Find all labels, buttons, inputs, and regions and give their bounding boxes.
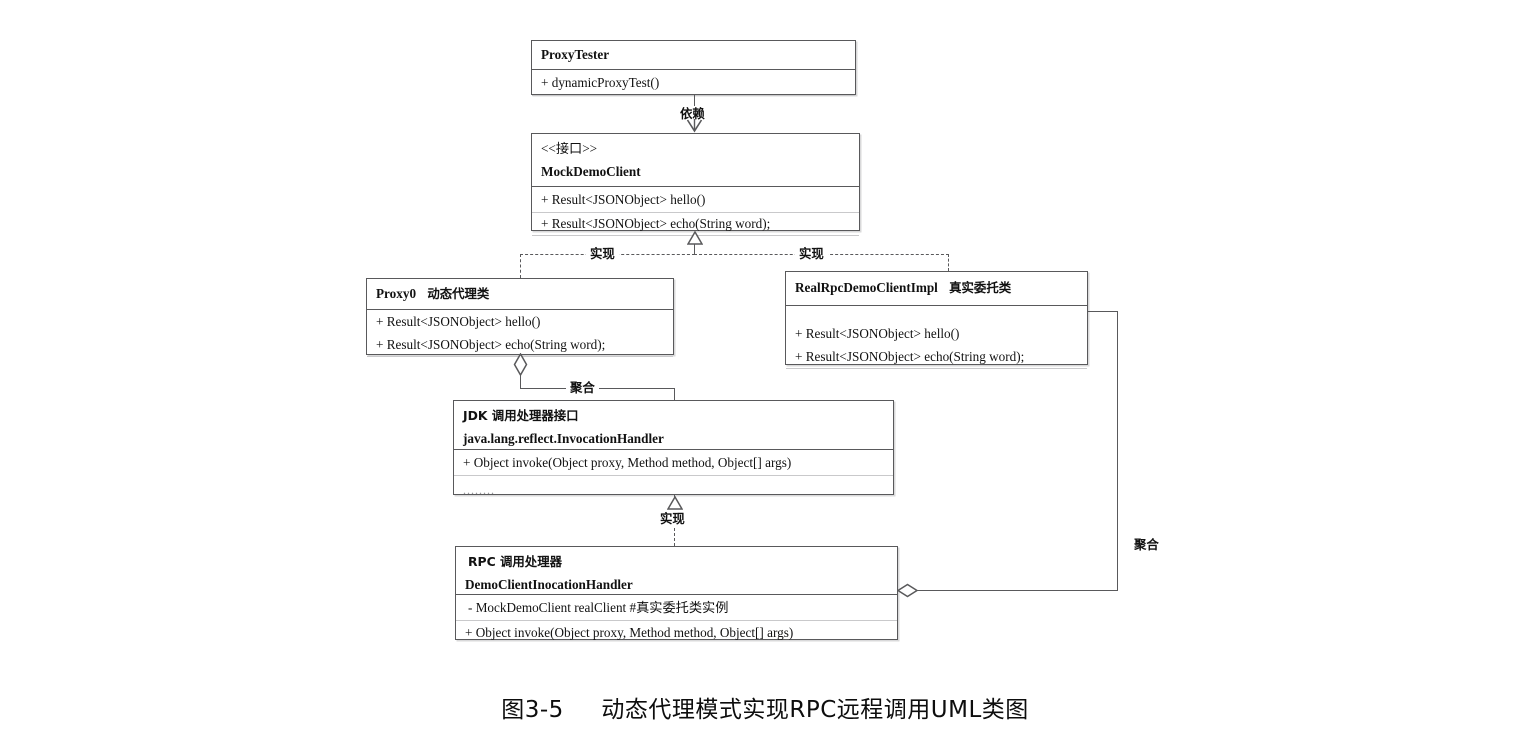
aggregation-drop-handler (674, 388, 675, 401)
class-header-proxy-tester: ProxyTester (532, 41, 855, 69)
dependency-label: 依赖 (676, 106, 709, 121)
class-note-invocation-handler: JDK 调用处理器接口 (463, 408, 579, 423)
class-note-demo-handler: RPC 调用处理器 (468, 554, 562, 569)
aggregation-drop-real-impl (1117, 311, 1118, 591)
realization-dashed-handler (674, 528, 675, 546)
class-name-real-impl-text: RealRpcDemoClientImpl (795, 280, 938, 295)
class-box-proxy-tester: ProxyTester + dynamicProxyTest() (531, 40, 856, 96)
realization-drop-real-impl (948, 254, 949, 271)
aggregation-diamond-demo-handler-icon (897, 583, 918, 598)
method-hello-interface: + Result<JSONObject> hello() (532, 187, 859, 213)
realization-label-handler: 实现 (656, 511, 689, 526)
aggregation-run-real-impl-bottom (915, 590, 1118, 591)
class-name-proxy0: Proxy0 动态代理类 (367, 279, 673, 306)
stereotype-interface: <<接口>> (541, 141, 598, 156)
class-name-demo-handler: DemoClientInocationHandler (465, 576, 633, 592)
class-methods-proxy0: + Result<JSONObject> hello() + Result<JS… (367, 309, 673, 357)
class-header-proxy0: Proxy0 动态代理类 (367, 279, 673, 309)
method-ellipsis-invocation-handler: ........ (463, 482, 495, 497)
class-members-demo-handler: - MockDemoClient realClient #真实委托类实例 + O… (456, 594, 897, 641)
class-methods-proxy-tester: + dynamicProxyTest() (532, 69, 855, 96)
class-box-proxy0: Proxy0 动态代理类 + Result<JSONObject> hello(… (366, 278, 674, 357)
class-methods-real-impl: + Result<JSONObject> hello() + Result<JS… (786, 305, 1087, 369)
realization-label-proxy0: 实现 (586, 246, 619, 261)
aggregation-label-proxy0-handler: 聚合 (566, 380, 599, 395)
class-methods-mock-demo-client: + Result<JSONObject> hello() + Result<JS… (532, 186, 859, 236)
field-real-client: - MockDemoClient realClient #真实委托类实例 (456, 595, 897, 621)
method-hello-proxy0: + Result<JSONObject> hello() (376, 314, 541, 329)
figure-caption-text: 动态代理模式实现RPC远程调用UML类图 (601, 697, 1029, 723)
class-note-proxy0: 动态代理类 (427, 286, 490, 301)
class-name-proxy-tester: ProxyTester (541, 47, 610, 62)
realization-drop-proxy0 (520, 254, 521, 278)
class-name-invocation-handler: java.lang.reflect.InvocationHandler (463, 430, 664, 446)
class-box-demo-client-inocation-handler: RPC 调用处理器 DemoClientInocationHandler - M… (455, 546, 898, 640)
class-box-mock-demo-client: <<接口>> MockDemoClient + Result<JSONObjec… (531, 133, 860, 236)
class-header-invocation-handler: JDK 调用处理器接口 java.lang.reflect.Invocation… (454, 401, 893, 449)
method-hello-real-impl: + Result<JSONObject> hello() (795, 326, 960, 341)
class-box-real-rpc-demo-client-impl: RealRpcDemoClientImpl 真实委托类 + Result<JSO… (785, 271, 1088, 369)
method-echo-real-impl: + Result<JSONObject> echo(String word); (786, 346, 1087, 369)
class-note-real-impl: 真实委托类 (949, 280, 1012, 295)
aggregation-stem-proxy0 (520, 375, 521, 388)
class-methods-invocation-handler: + Object invoke(Object proxy, Method met… (454, 449, 893, 497)
aggregation-run-real-impl-top (1088, 311, 1118, 312)
figure-caption-number: 图3-5 (501, 697, 564, 723)
aggregation-label-real-impl-handler: 聚合 (1130, 537, 1163, 552)
class-box-invocation-handler: JDK 调用处理器接口 java.lang.reflect.Invocation… (453, 400, 894, 497)
class-header-demo-handler: RPC 调用处理器 DemoClientInocationHandler (456, 547, 897, 594)
method-invoke-demo-handler: + Object invoke(Object proxy, Method met… (465, 624, 794, 640)
figure-caption: 图3-5 动态代理模式实现RPC远程调用UML类图 (0, 690, 1530, 724)
class-name-real-impl: RealRpcDemoClientImpl 真实委托类 (786, 272, 1087, 300)
class-header-real-impl: RealRpcDemoClientImpl 真实委托类 (786, 272, 1087, 305)
realization-label-real-impl: 实现 (795, 246, 828, 261)
class-header-mock-demo-client: <<接口>> MockDemoClient (532, 134, 859, 186)
class-name-mock-demo-client: MockDemoClient (541, 163, 641, 179)
method-invoke-interface: + Object invoke(Object proxy, Method met… (454, 450, 893, 476)
aggregation-diamond-proxy0-icon (513, 353, 528, 376)
dependency-line-proxytester-mockdemoclient (694, 95, 695, 110)
realization-stem-mockdemoclient (694, 244, 695, 255)
method-dynamic-proxy-test: + dynamicProxyTest() (532, 70, 855, 96)
class-name-proxy0-text: Proxy0 (376, 286, 417, 301)
dependency-arrow-icon (686, 119, 703, 134)
